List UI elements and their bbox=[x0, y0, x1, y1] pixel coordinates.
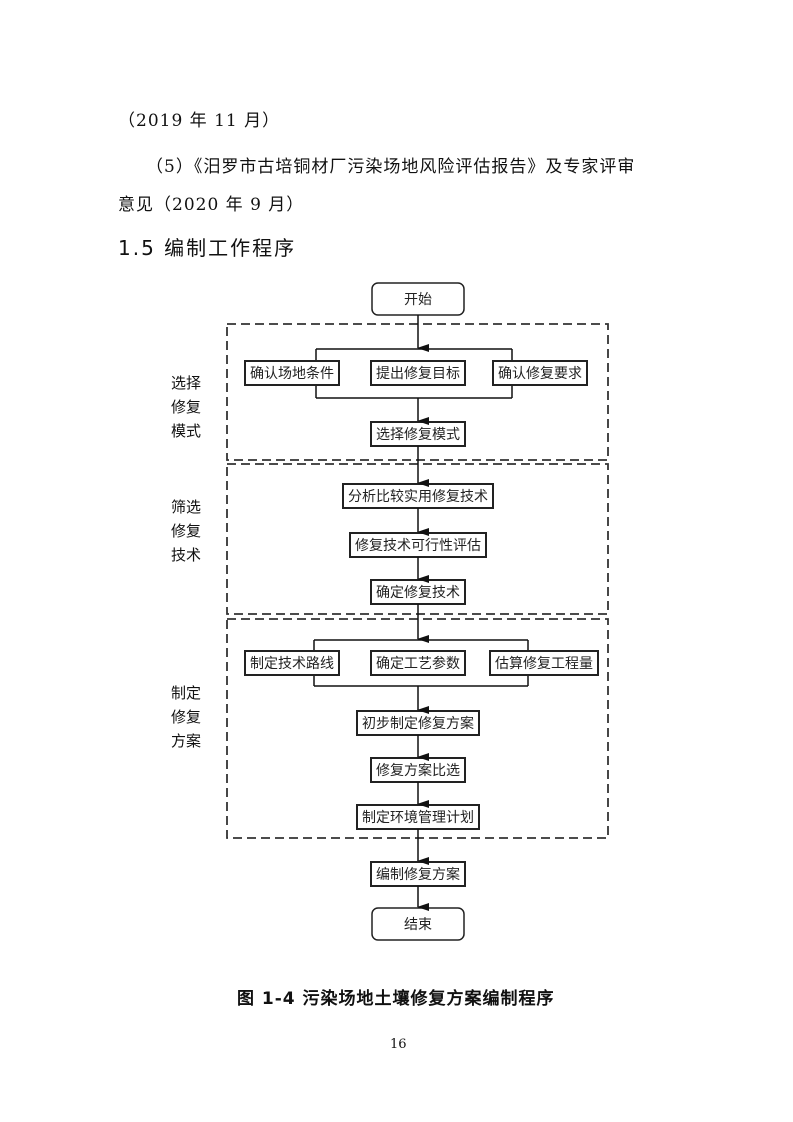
stage3-parallel-3-box bbox=[489, 650, 599, 676]
stage-1-label-line: 模式 bbox=[171, 422, 201, 440]
stage3-step-2-label: 修复方案比选 bbox=[376, 762, 460, 779]
stage1-parallel-1-label: 确认场地条件 bbox=[250, 365, 334, 382]
stage-3-label-line: 方案 bbox=[171, 732, 201, 750]
stage-1-label-line: 修复 bbox=[171, 398, 201, 416]
final-step-label: 编制修复方案 bbox=[376, 866, 460, 883]
stage3-step-1-label: 初步制定修复方案 bbox=[362, 715, 474, 732]
stage1-step-1-box bbox=[370, 421, 466, 447]
stage3-step-3-label: 制定环境管理计划 bbox=[362, 810, 474, 826]
stage1-parallel-3-label: 确认修复要求 bbox=[498, 365, 582, 382]
stage2-step-2-label: 修复技术可行性评估 bbox=[355, 537, 481, 554]
page-number: 16 bbox=[390, 1037, 407, 1052]
stage3-step-3-box bbox=[356, 804, 480, 830]
stage-2-label-line: 筛选 bbox=[171, 498, 201, 516]
stage-3-label-line: 修复 bbox=[171, 708, 201, 726]
stage-2-label-line: 技术 bbox=[171, 546, 201, 564]
stage2-step-3-label: 确定修复技术 bbox=[376, 584, 460, 601]
stage2-step-1-label: 分析比较实用修复技术 bbox=[348, 488, 488, 505]
stage3-parallel-1-box bbox=[244, 650, 340, 676]
stage1-parallel-3-box bbox=[492, 360, 588, 386]
stage1-parallel-2-box bbox=[370, 360, 466, 386]
stage1-parallel-1-box bbox=[244, 360, 340, 386]
stage3-parallel-3-label: 估算修复工程量 bbox=[495, 655, 593, 672]
stage-3-label-line: 制定 bbox=[171, 684, 201, 702]
stage3-parallel-2-label: 确定工艺参数 bbox=[376, 655, 460, 672]
stage-2-label-line: 修复 bbox=[171, 522, 201, 540]
stage3-parallel-1-label: 制定技术路线 bbox=[250, 656, 334, 672]
stage1-step-1-label: 选择修复模式 bbox=[376, 426, 460, 443]
start-node-label: 开始 bbox=[404, 292, 432, 308]
stage3-step-1-box bbox=[356, 710, 480, 736]
paragraph-line-1: （2019 年 11 月） bbox=[118, 111, 281, 131]
end-node-label: 结束 bbox=[404, 917, 432, 933]
stage-1-label-line: 选择 bbox=[171, 374, 201, 392]
stage3-parallel-2-box bbox=[370, 650, 466, 676]
paragraph-line-2: （5）《汨罗市古培铜材厂污染场地风险评估报告》及专家评审 bbox=[146, 157, 636, 177]
stage1-parallel-2-label: 提出修复目标 bbox=[376, 365, 460, 382]
figure-caption: 图 1-4 污染场地土壤修复方案编制程序 bbox=[237, 989, 555, 1009]
section-heading: 1.5 编制工作程序 bbox=[118, 236, 297, 260]
paragraph-line-3: 意见（2020 年 9 月） bbox=[118, 195, 305, 215]
